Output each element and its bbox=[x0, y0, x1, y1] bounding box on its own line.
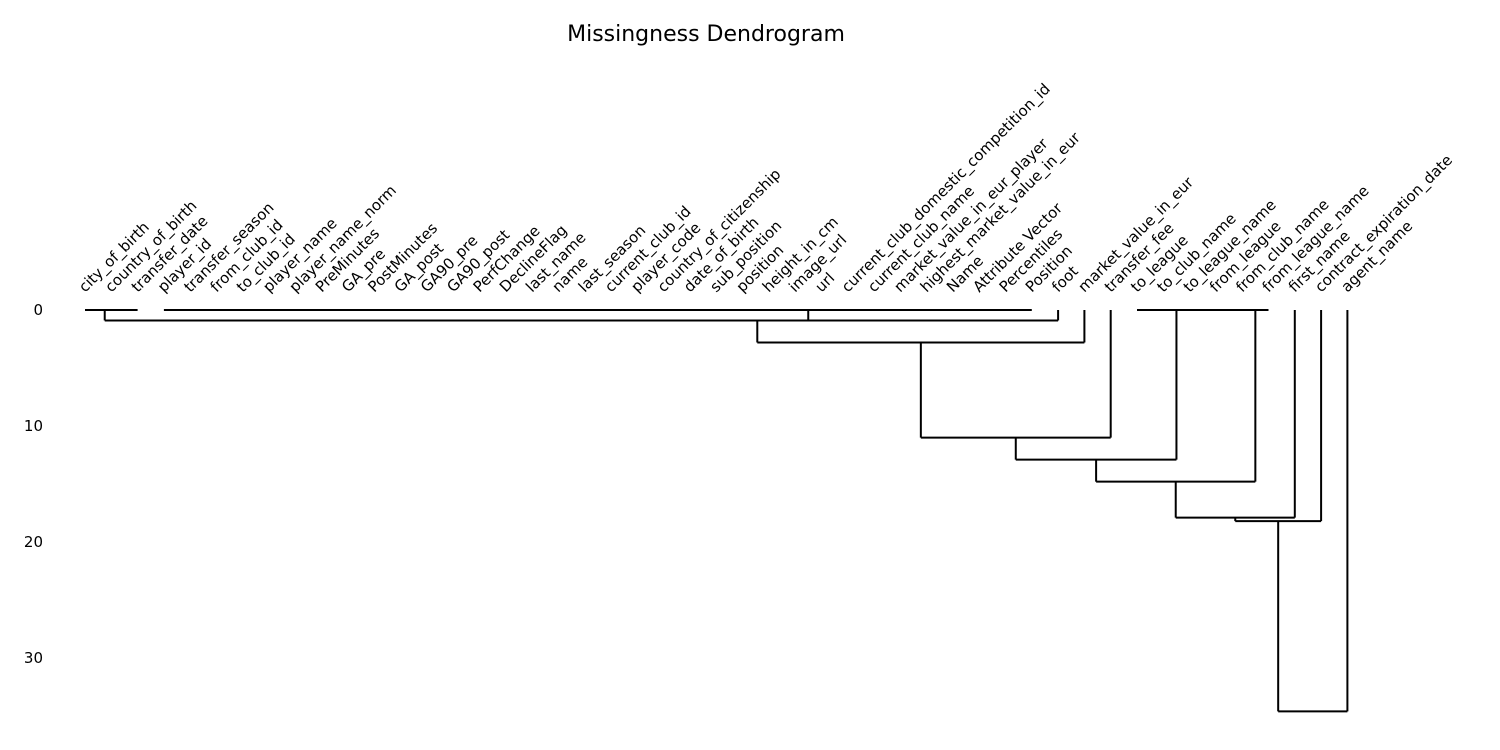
y-tick-label: 10 bbox=[24, 417, 43, 435]
y-tick-label: 20 bbox=[24, 533, 43, 551]
y-tick-label: 0 bbox=[33, 301, 43, 319]
y-axis-ticks: 0 10 20 30 bbox=[24, 301, 43, 667]
dendrogram-links bbox=[85, 309, 1349, 713]
leaf-labels: city_of_birthcountry_of_birthtransfer_da… bbox=[75, 80, 1457, 297]
chart-title: Missingness Dendrogram bbox=[567, 22, 845, 47]
y-tick-label: 30 bbox=[24, 649, 43, 667]
